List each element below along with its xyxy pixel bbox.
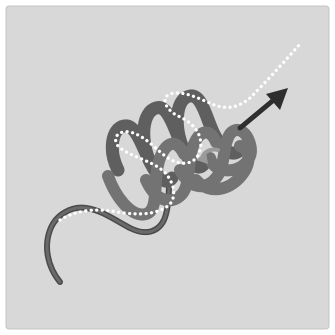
diagram-panel <box>6 6 329 329</box>
